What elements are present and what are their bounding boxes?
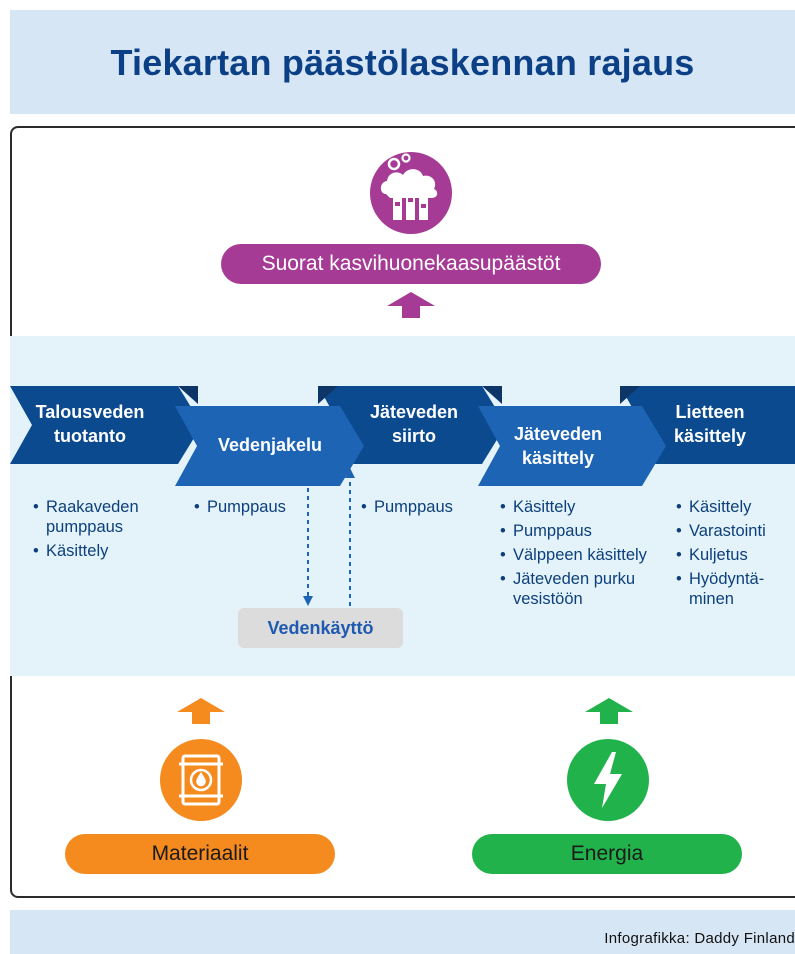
stage-label-jateveden-siirto: Jäteveden siirto xyxy=(352,400,476,448)
stage-label-line1: Lietteen xyxy=(675,402,745,422)
stage-label-line1: Vedenjakelu xyxy=(217,435,323,455)
direct-emissions-pill: Suorat kasvihuonekaasupäästöt xyxy=(221,244,601,284)
stage-bullets-talousveden-tuotanto: Raakaveden pumppaus Käsittely xyxy=(33,497,158,565)
list-item: Varastointi xyxy=(676,521,781,541)
page-title: Tiekartan päästölaskennan rajaus xyxy=(110,42,695,83)
materials-pill: Materiaalit xyxy=(65,834,335,874)
stage-label-vedenjakelu: Vedenjakelu xyxy=(200,433,340,457)
list-item: Pumppaus xyxy=(194,497,304,517)
lightning-bolt-icon xyxy=(567,739,649,821)
stage-label-line2: käsittely xyxy=(521,448,595,468)
stage-label-line2: käsittely xyxy=(673,426,747,446)
footer-banner: Infografikka: Daddy Finland xyxy=(10,910,795,954)
stage-bullets-jateveden-kasittely: Käsittely Pumppaus Välppeen käsittely Jä… xyxy=(500,497,650,613)
title-banner: Tiekartan päästölaskennan rajaus xyxy=(10,10,795,114)
water-use-connector-arrows xyxy=(303,468,355,606)
stage-label-line2: tuotanto xyxy=(54,426,126,446)
water-use-box: Vedenkäyttö xyxy=(238,608,403,648)
energy-pill: Energia xyxy=(472,834,742,874)
factory-cloud-icon xyxy=(370,152,452,234)
list-item: Käsittely xyxy=(676,497,781,517)
chevron-talousveden-tuotanto xyxy=(10,386,202,464)
chevron-jateveden-kasittely xyxy=(478,406,666,486)
stage-label-line1: Talousveden xyxy=(35,402,145,422)
list-item: Pumppaus xyxy=(500,521,650,541)
list-item: Käsittely xyxy=(500,497,650,517)
stage-label-talousveden-tuotanto: Talousveden tuotanto xyxy=(30,400,150,448)
materials-up-arrow-icon xyxy=(177,698,225,724)
list-item: Jäteveden purku vesistöön xyxy=(500,569,650,609)
chevron-jateveden-siirto xyxy=(318,386,506,464)
stage-bullets-vedenjakelu: Pumppaus xyxy=(194,497,304,521)
list-item: Välppeen käsittely xyxy=(500,545,650,565)
stage-label-line1: Jäteveden xyxy=(369,402,459,422)
stage-label-lietteen-kasittely: Lietteen käsittely xyxy=(650,400,770,448)
list-item: Hyödyntä-minen xyxy=(676,569,781,609)
credit-text: Infografikka: Daddy Finland xyxy=(604,930,795,947)
list-item: Pumppaus xyxy=(361,497,471,517)
stage-label-line1: Jäteveden xyxy=(513,424,603,444)
stage-label-line2: siirto xyxy=(391,426,436,446)
stage-label-jateveden-kasittely: Jäteveden käsittely xyxy=(496,422,620,470)
list-item: Raakaveden pumppaus xyxy=(33,497,158,537)
stage-bullets-lietteen-kasittely: Käsittely Varastointi Kuljetus Hyödyntä-… xyxy=(676,497,781,613)
water-use-label: Vedenkäyttö xyxy=(267,618,374,638)
emissions-up-arrow-icon xyxy=(387,292,435,318)
stage-bullets-jateveden-siirto: Pumppaus xyxy=(361,497,471,521)
list-item: Käsittely xyxy=(33,541,158,561)
list-item: Kuljetus xyxy=(676,545,781,565)
chevron-vedenjakelu xyxy=(175,406,364,486)
materials-label: Materiaalit xyxy=(151,842,249,865)
direct-emissions-label: Suorat kasvihuonekaasupäästöt xyxy=(261,252,561,275)
energy-up-arrow-icon xyxy=(585,698,633,724)
oil-barrel-icon xyxy=(160,739,242,821)
process-chevrons xyxy=(10,386,795,486)
energy-label: Energia xyxy=(570,842,644,865)
